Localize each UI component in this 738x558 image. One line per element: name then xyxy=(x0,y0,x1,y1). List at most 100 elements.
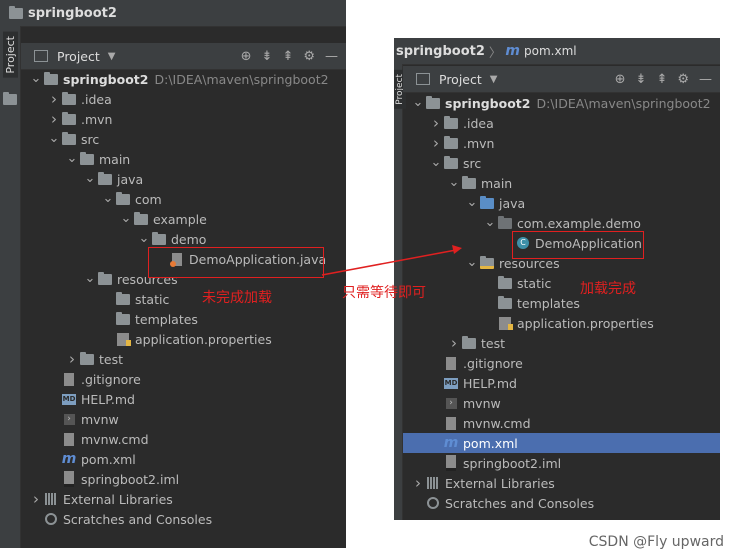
chevron-down-icon[interactable]: ⌄ xyxy=(84,171,96,186)
collapse-all-icon[interactable]: ⇞ xyxy=(656,71,668,87)
tree-item-label: src xyxy=(81,131,100,147)
tree-row[interactable]: Scratches and Consoles xyxy=(21,509,346,529)
chevron-down-icon[interactable]: ⌄ xyxy=(448,175,460,190)
tree-item-label: mvnw.cmd xyxy=(463,415,531,431)
folder-icon xyxy=(61,111,77,126)
chevron-down-icon[interactable]: ▼ xyxy=(107,50,116,62)
tree-row[interactable]: › test xyxy=(21,349,346,369)
locate-icon[interactable]: ⊕ xyxy=(614,71,626,87)
chevron-right-icon[interactable]: › xyxy=(51,90,57,108)
left-project-title[interactable]: springboot2 xyxy=(28,5,117,21)
tree-row[interactable]: ⌄ main xyxy=(21,149,346,169)
tree-row[interactable]: mvnw.cmd xyxy=(403,413,720,433)
tree-item-label: test xyxy=(99,351,124,367)
tree-row[interactable]: ⌄resources xyxy=(403,253,720,273)
gear-icon[interactable]: ⚙ xyxy=(303,48,315,64)
chevron-down-icon[interactable]: ⌄ xyxy=(66,151,78,166)
tree-row[interactable]: ›External Libraries xyxy=(21,489,346,509)
tree-row[interactable]: ⌄java xyxy=(403,193,720,213)
right-title-bar: springboot2 〉 m pom.xml xyxy=(394,38,720,65)
folder-icon xyxy=(79,351,95,366)
tree-row[interactable]: static xyxy=(403,273,720,293)
chevron-down-icon[interactable]: ⌄ xyxy=(138,231,150,246)
chevron-down-icon[interactable]: ⌄ xyxy=(430,155,442,170)
tree-row[interactable]: ⌄java xyxy=(21,169,346,189)
breadcrumb-file[interactable]: pom.xml xyxy=(524,44,577,58)
chevron-down-icon[interactable]: ▼ xyxy=(489,73,498,85)
markdown-file-icon: MD xyxy=(443,377,459,389)
expand-all-icon[interactable]: ⇟ xyxy=(635,71,647,87)
right-project-view-label[interactable]: Project xyxy=(439,71,482,87)
chevron-right-icon[interactable]: › xyxy=(415,474,421,492)
scratches-icon xyxy=(43,512,59,526)
chevron-right-icon[interactable]: › xyxy=(51,110,57,128)
collapse-all-icon[interactable]: ⇞ xyxy=(282,48,294,64)
tree-row[interactable]: ›External Libraries xyxy=(403,473,720,493)
tree-row[interactable]: ›.mvn xyxy=(403,133,720,153)
tree-row[interactable]: ⌄demo xyxy=(21,229,346,249)
chevron-down-icon[interactable]: ⌄ xyxy=(120,211,132,226)
tree-row[interactable]: application.properties xyxy=(403,313,720,333)
tree-row[interactable]: templates xyxy=(403,293,720,313)
tree-row[interactable]: Scratches and Consoles xyxy=(403,493,720,513)
chevron-down-icon[interactable]: ⌄ xyxy=(30,71,42,86)
tree-row[interactable]: mvnw.cmd xyxy=(21,429,346,449)
tree-row[interactable]: ⌄main xyxy=(403,173,720,193)
hide-icon[interactable]: — xyxy=(325,48,338,64)
tree-row[interactable]: ⌄com.example.demo xyxy=(403,213,720,233)
chevron-down-icon[interactable]: ⌄ xyxy=(484,215,496,230)
tree-item-label: springboot2 xyxy=(63,71,149,87)
tree-row[interactable]: ⌄src xyxy=(403,153,720,173)
chevron-right-icon[interactable]: › xyxy=(433,134,439,152)
tree-row[interactable]: .gitignore xyxy=(21,369,346,389)
chevron-down-icon[interactable]: ⌄ xyxy=(102,191,114,206)
tree-item-label: .mvn xyxy=(81,111,113,127)
tree-row[interactable]: ›mvnw xyxy=(403,393,720,413)
tree-row[interactable]: ⌄com xyxy=(21,189,346,209)
tree-item-label: HELP.md xyxy=(81,391,135,407)
tree-row[interactable]: ›mvnw xyxy=(21,409,346,429)
chevron-down-icon[interactable]: ⌄ xyxy=(466,195,478,210)
chevron-right-icon[interactable]: › xyxy=(451,334,457,352)
right-ide-window: springboot2 〉 m pom.xml Project Project … xyxy=(394,38,720,520)
hide-icon[interactable]: — xyxy=(699,71,712,87)
right-project-title[interactable]: springboot2 xyxy=(396,43,485,59)
chevron-down-icon[interactable]: ⌄ xyxy=(466,255,478,270)
tree-row[interactable]: ⌄ src xyxy=(21,129,346,149)
folder-icon xyxy=(461,175,477,190)
tree-row[interactable]: ›test xyxy=(403,333,720,353)
text-file-icon xyxy=(443,416,459,430)
tree-row[interactable]: springboot2.iml xyxy=(403,453,720,473)
tree-row[interactable]: ⌄resources xyxy=(21,269,346,289)
chevron-right-icon[interactable]: › xyxy=(433,114,439,132)
chevron-down-icon[interactable]: ⌄ xyxy=(84,271,96,286)
locate-icon[interactable]: ⊕ xyxy=(240,48,252,64)
chevron-down-icon[interactable]: ⌄ xyxy=(48,131,60,146)
tree-item-label: Scratches and Consoles xyxy=(63,511,213,527)
tree-item-label: main xyxy=(99,151,131,167)
tree-row[interactable]: ›.idea xyxy=(403,113,720,133)
tree-row[interactable]: ›.idea xyxy=(21,89,346,109)
tree-row[interactable]: DemoApplication.java xyxy=(21,249,346,269)
chevron-down-icon[interactable]: ⌄ xyxy=(412,95,424,110)
tree-row[interactable]: › .mvn xyxy=(21,109,346,129)
tree-row[interactable]: springboot2.iml xyxy=(21,469,346,489)
left-project-view-label[interactable]: Project xyxy=(57,48,100,64)
gear-icon[interactable]: ⚙ xyxy=(677,71,689,87)
tree-row[interactable]: templates xyxy=(21,309,346,329)
tree-row[interactable]: application.properties xyxy=(21,329,346,349)
tree-row[interactable]: .gitignore xyxy=(403,353,720,373)
expand-all-icon[interactable]: ⇟ xyxy=(261,48,273,64)
tree-row[interactable]: static xyxy=(21,289,346,309)
chevron-right-icon[interactable]: › xyxy=(69,350,75,368)
chevron-right-icon[interactable]: › xyxy=(33,490,39,508)
tree-row[interactable]: ⌄example xyxy=(21,209,346,229)
tree-item-label: DemoApplication.java xyxy=(189,251,327,267)
